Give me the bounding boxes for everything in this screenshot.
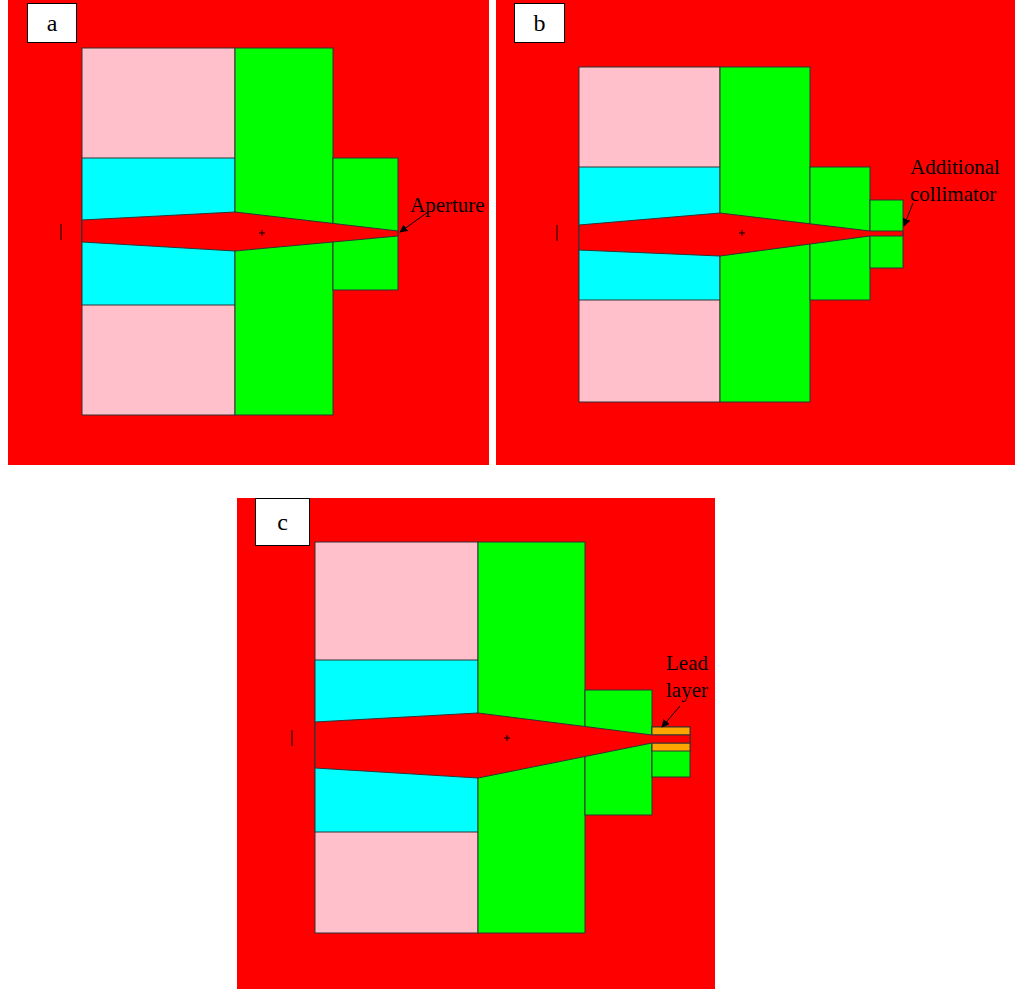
panel-letter-box: b [514,3,565,43]
panel-letter-box: c [255,498,310,546]
callout-label: Additional collimator [910,154,1010,209]
beam-channel [82,212,398,251]
beam-channel [315,713,690,778]
source-mark [557,225,558,241]
panel-a [8,0,489,465]
center-mark [739,230,745,236]
source-mark [61,224,62,240]
panel-letter: a [47,10,58,36]
background [496,0,1015,465]
panel-c [237,498,715,989]
center-mark [504,735,510,741]
callout-label: Aperture [410,192,510,219]
panel-letter: c [277,509,288,535]
center-mark [259,230,265,236]
lead-layer [652,727,690,735]
lead-layer [652,743,690,751]
panel-letter: b [534,10,546,36]
panel-letter-box: a [27,3,77,43]
leader-line [662,706,680,727]
source-mark [292,730,293,746]
panel-b [496,0,1015,465]
background [237,498,715,989]
background [8,0,489,465]
callout-label: Lead layer [666,650,726,705]
green-collimator-tip [333,158,398,290]
leader-line [904,203,913,226]
beam-channel [579,213,903,256]
